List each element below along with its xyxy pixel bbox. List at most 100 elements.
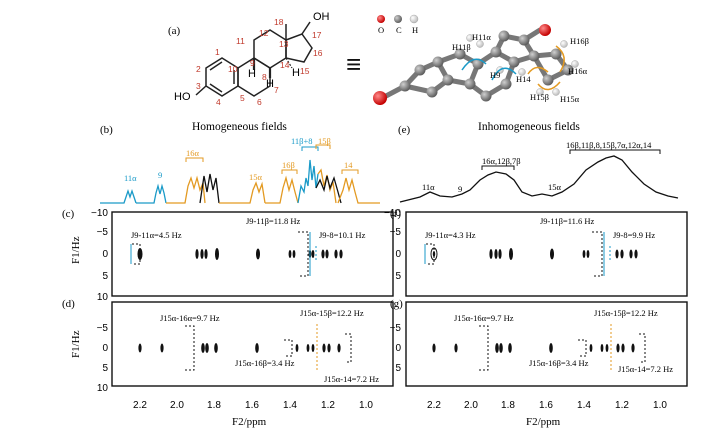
y-ticks-f: −10 −5 0 5 <box>384 208 401 282</box>
panel-label-f: (f) <box>390 208 401 220</box>
j-g-1: J15α-16α=9.7 Hz <box>454 313 514 323</box>
peak-b-11a: 11α <box>124 173 137 183</box>
svg-text:4: 4 <box>216 97 221 107</box>
j-g-2: J15α-15β=12.2 Hz <box>594 308 658 318</box>
svg-text:0: 0 <box>395 343 401 354</box>
j-g-4: J15α-14=7.2 Hz <box>618 364 673 374</box>
peak-b-11b8: 11β+8 <box>291 136 313 146</box>
j-g-3: J15α-16β=3.4 Hz <box>529 358 589 368</box>
y-axis-label-d: F1/Hz <box>70 330 82 358</box>
svg-text:2.0: 2.0 <box>464 400 478 411</box>
panel-label-b: (b) <box>100 124 113 136</box>
svg-text:5: 5 <box>102 363 108 374</box>
svg-text:H11α: H11α <box>472 32 491 42</box>
x-axis-label-right: F2/ppm <box>526 416 561 428</box>
ho-label: HO <box>174 91 191 103</box>
svg-text:5: 5 <box>395 271 401 282</box>
equivalence-symbol: ≡ <box>346 49 361 79</box>
peak-e-15a: 15α <box>548 182 562 192</box>
svg-text:1.8: 1.8 <box>501 400 515 411</box>
j-c-1: J9-11α=4.5 Hz <box>131 230 182 240</box>
peak-e-big: 16β,11β,8,15β,7α,12α,14 <box>566 140 652 150</box>
svg-text:1.8: 1.8 <box>207 400 221 411</box>
svg-text:5: 5 <box>395 363 401 374</box>
panel-label-a: (a) <box>168 25 181 37</box>
svg-text:8: 8 <box>262 72 267 82</box>
svg-text:10: 10 <box>97 292 109 303</box>
steroid-structure <box>195 21 313 97</box>
j-c-3: J9-8=10.1 Hz <box>319 230 366 240</box>
svg-text:7: 7 <box>274 85 279 95</box>
svg-text:−10: −10 <box>91 208 108 219</box>
svg-text:1.6: 1.6 <box>245 400 259 411</box>
svg-text:H16β: H16β <box>570 36 589 46</box>
svg-text:10: 10 <box>97 383 109 394</box>
svg-text:13: 13 <box>279 39 289 49</box>
title-inhomogeneous: Inhomogeneous fields <box>478 121 580 133</box>
j-f-2: J9-11β=11.6 Hz <box>540 216 595 226</box>
svg-text:1.6: 1.6 <box>539 400 553 411</box>
svg-text:17: 17 <box>312 30 322 40</box>
coupling-d <box>185 324 352 372</box>
svg-text:11: 11 <box>236 36 245 46</box>
3d-model: O C H <box>373 14 589 105</box>
y-ticks-g: −5 0 5 <box>390 323 402 374</box>
svg-text:H: H <box>412 25 418 35</box>
h-label-9: H <box>248 68 256 80</box>
peak <box>195 249 199 259</box>
frame-d <box>111 301 394 387</box>
x-ticks-right: 2.2 2.0 1.8 1.6 1.4 1.2 1.0 <box>427 400 667 411</box>
svg-text:5: 5 <box>102 271 108 282</box>
svg-text:0: 0 <box>395 249 401 260</box>
svg-text:14: 14 <box>280 60 290 70</box>
peak-b-14: 14 <box>344 160 353 170</box>
coupling-f <box>424 231 611 277</box>
svg-text:−5: −5 <box>97 227 109 238</box>
svg-text:−5: −5 <box>390 227 402 238</box>
svg-text:1.0: 1.0 <box>359 400 373 411</box>
j-d-1: J15α-16α=9.7 Hz <box>160 313 220 323</box>
peaks-g <box>432 343 635 353</box>
h-label-14: H <box>292 67 300 79</box>
peaks-c <box>137 248 343 260</box>
svg-text:6: 6 <box>257 97 262 107</box>
svg-text:15: 15 <box>300 66 310 76</box>
panel-label-c: (c) <box>62 208 75 220</box>
svg-text:2.2: 2.2 <box>427 400 441 411</box>
svg-text:−10: −10 <box>384 208 401 219</box>
svg-text:H9: H9 <box>490 70 500 80</box>
x-ticks-left: 2.2 2.0 1.8 1.6 1.4 1.2 1.0 <box>133 400 373 411</box>
peaks-d <box>138 343 341 353</box>
svg-text:1: 1 <box>215 47 220 57</box>
panel-label-g: (g) <box>390 298 403 310</box>
j-d-3: J15α-16β=3.4 Hz <box>235 358 295 368</box>
svg-text:H14: H14 <box>516 74 531 84</box>
svg-text:−5: −5 <box>97 323 109 334</box>
svg-text:2.2: 2.2 <box>133 400 147 411</box>
svg-text:H15β: H15β <box>530 92 549 102</box>
y-axis-label-c: F1/Hz <box>70 236 82 264</box>
peak-e-16a: 16α,12β,7β <box>482 156 521 166</box>
svg-text:1.2: 1.2 <box>321 400 335 411</box>
spectrum-e <box>399 155 679 203</box>
svg-text:9: 9 <box>250 58 255 68</box>
svg-text:C: C <box>396 25 402 35</box>
svg-text:10: 10 <box>228 64 238 74</box>
svg-text:H15α: H15α <box>560 94 580 104</box>
svg-text:5: 5 <box>240 93 245 103</box>
h-label-8: H <box>266 78 274 90</box>
coupling-g <box>479 324 646 372</box>
svg-text:1.2: 1.2 <box>615 400 629 411</box>
svg-text:1.4: 1.4 <box>283 400 297 411</box>
spectrum-e-bracket-16a <box>481 165 515 170</box>
spectrum-b-brackets <box>185 144 359 174</box>
peak-b-16b: 16β <box>282 160 295 170</box>
svg-text:0: 0 <box>102 343 108 354</box>
svg-text:1.0: 1.0 <box>653 400 667 411</box>
svg-text:H11β: H11β <box>452 42 471 52</box>
peak-b-16a: 16α <box>186 148 200 158</box>
svg-text:2.0: 2.0 <box>170 400 184 411</box>
svg-text:12: 12 <box>259 28 269 38</box>
peak-b-15a: 15α <box>249 172 263 182</box>
